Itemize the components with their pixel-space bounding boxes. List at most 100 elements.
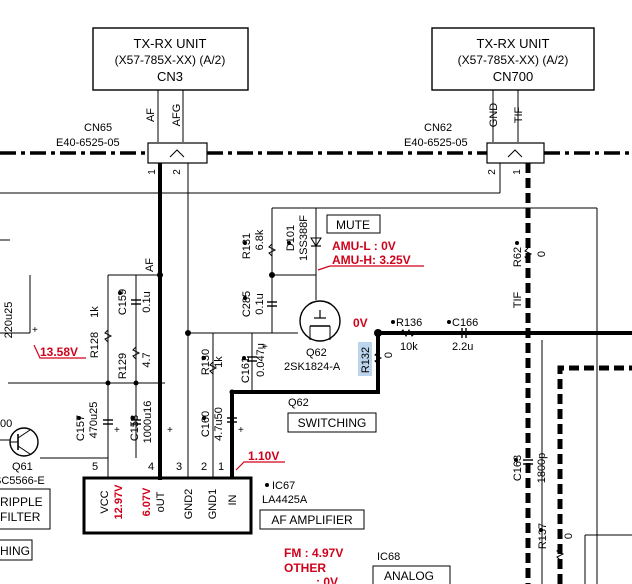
r131-value: 6.8k (254, 229, 266, 250)
ic67-pin-out-voltage: 6.07V (141, 487, 153, 516)
pin-label-afg: AFG (171, 104, 183, 127)
voltage-1-10v: 1.10V (248, 449, 279, 463)
cn65-ref: CN65 (84, 122, 112, 134)
ic67-pin-vcc: VCC (99, 490, 111, 513)
cn65-pin2: 2 (172, 169, 183, 175)
d101-value: 1SS388F (298, 215, 310, 261)
switching-label-box: SWITCHING (287, 412, 377, 433)
resistor-symbols (104, 243, 565, 561)
filter-label: FILTER (0, 510, 41, 524)
r128-value: 1k (89, 306, 101, 318)
ic67-pin4: 4 (148, 461, 154, 473)
ic67-pin-gnd2: GND2 (183, 489, 195, 520)
cn3-title: TX-RX UNIT (134, 36, 207, 51)
mute-label: MUTE (336, 218, 370, 232)
r137-ref: R137 (537, 523, 549, 549)
c166-value: 2.2u (452, 341, 473, 353)
ic67-pin2: 2 (201, 461, 207, 473)
ic67-pin-vcc-voltage: 12.97V (113, 484, 125, 520)
cn700-model: (X57-785X-XX) (A/2) (458, 53, 569, 67)
r132-value: 0 (383, 352, 395, 358)
ic67-ref: IC67 (272, 480, 295, 492)
unit-pin-lines (157, 90, 519, 142)
c285-ref: C285 (241, 291, 253, 317)
af-amplifier-label-box: AF AMPLIFIER (259, 509, 365, 530)
r130-ref: R130 (200, 349, 212, 375)
voltage-amu-l: AMU-L : 0V (332, 239, 396, 253)
r132-ref: R132 (360, 347, 372, 373)
svg-text:+: + (262, 342, 268, 353)
svg-text:+: + (32, 325, 38, 336)
c161-ref: C161 (240, 357, 252, 383)
q62-value: 2SK1824-A (284, 361, 341, 373)
r136-value: 10k (400, 341, 418, 353)
c285-value: 0.1u (254, 293, 266, 314)
pin-label-af: AF (145, 108, 157, 122)
c158-value: 1000u16 (142, 401, 154, 444)
ic67-pin-in: IN (227, 494, 239, 505)
c159-ref: C159 (117, 289, 129, 315)
pin-label-gnd: GND (488, 103, 500, 128)
c166-ref: C166 (452, 317, 478, 329)
ic67-pin3: 3 (176, 461, 182, 473)
c160-ref: C160 (200, 411, 212, 437)
r132-highlight (358, 342, 372, 376)
cn62-pin2: 2 (487, 169, 498, 175)
cn3-model: (X57-785X-XX) (A/2) (115, 53, 226, 67)
switching-label: SWITCHING (298, 416, 367, 430)
connector-cn62 (486, 142, 545, 164)
r128-ref: R128 (89, 332, 101, 358)
c158-ref: C158 (129, 415, 141, 441)
c160-value: 4.7u50 (213, 407, 225, 441)
svg-text:+: + (114, 425, 120, 436)
af-amplifier-label: AF AMPLIFIER (271, 513, 353, 527)
ic67-pin-leads (107, 458, 214, 478)
ic67-pin-gnd1: GND1 (207, 489, 219, 520)
voltage-amu-h: AMU-H: 3.25V (332, 253, 411, 267)
r62-ref: R62 (512, 247, 524, 267)
junctions (105, 272, 531, 395)
cn700-title: TX-RX UNIT (477, 36, 550, 51)
r129-ref: R129 (117, 353, 129, 379)
ripple-label: RIPPLE (0, 495, 43, 509)
c157-ref: C157 (75, 415, 87, 441)
cn3-ref: CN3 (157, 69, 183, 84)
c159-value: 0.1u (141, 291, 153, 312)
cn65-pin1: 1 (147, 169, 158, 175)
ic67-pin5: 5 (92, 461, 98, 473)
hing-label: HING (0, 544, 30, 558)
transistor-q62-symbol (299, 300, 341, 342)
tif-dashed-line (525, 163, 632, 584)
r137-value: 0 (563, 533, 575, 539)
part-labels: R131 6.8k D101 1SS388F R62 0 R128 1k C15… (3, 215, 575, 549)
voltage-other-value: : 0V (316, 575, 338, 584)
voltage-other: OTHER (284, 561, 326, 575)
hing-label-box: HING (0, 539, 33, 561)
voltage-0v: 0V (353, 316, 368, 330)
q62-ref: Q62 (306, 347, 327, 359)
voltage-13-58v: 13.58V (40, 345, 78, 359)
svg-text:+: + (238, 425, 244, 436)
r131-ref: R131 (241, 233, 253, 259)
d101-ref: D101 (285, 225, 297, 251)
cn65-part: E40-6525-05 (56, 137, 120, 149)
ic67-pin-out: oUT (155, 491, 167, 512)
part-dots (77, 241, 543, 532)
cn700-ref: CN700 (493, 69, 533, 84)
unit-box-cn3: TX-RX UNIT (X57-785X-XX) (A/2) CN3 (92, 27, 249, 91)
r62-value: 0 (536, 251, 548, 257)
r129-value: 4.7 (141, 352, 153, 367)
r136-ref: R136 (396, 317, 422, 329)
diode-d101 (310, 237, 322, 247)
q61-value: SC5566-E (0, 475, 45, 487)
capacitor-symbols (103, 299, 533, 465)
connector-cn65 (147, 142, 208, 164)
ripple-filter-label-box: RIPPLE FILTER (0, 488, 51, 530)
svg-text:+: + (167, 425, 173, 436)
mute-label-box: MUTE (326, 214, 381, 234)
net-label-af: AF (144, 258, 156, 272)
c163-value: 1800p (536, 453, 548, 484)
analog-label: ANALOG (384, 569, 434, 583)
cn62-pin1: 1 (512, 169, 523, 175)
